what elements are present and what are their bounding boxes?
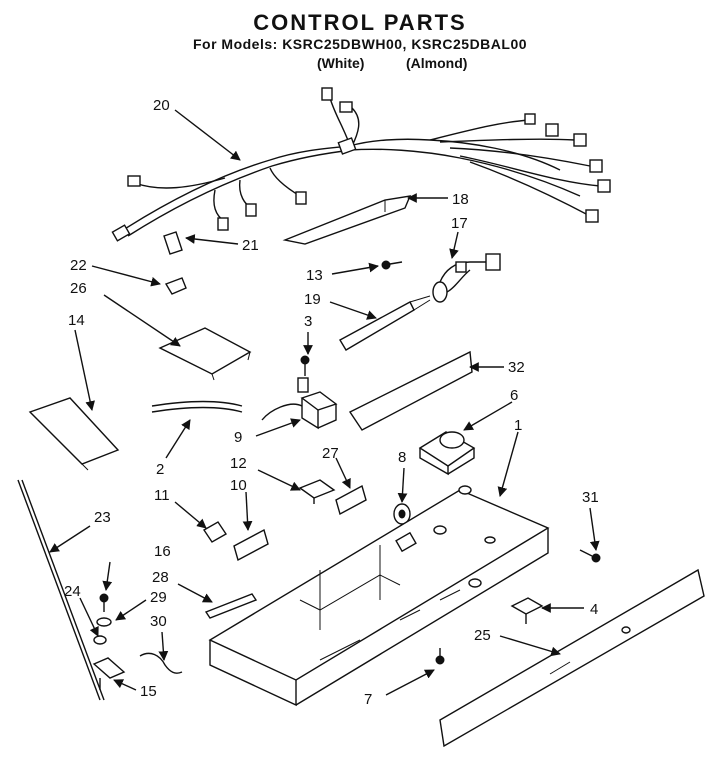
switch-9-part	[261, 377, 338, 430]
screw-31-part	[579, 549, 601, 563]
rod-28-part	[204, 593, 258, 619]
callout-13: 13	[306, 267, 323, 284]
screw-7-part	[435, 648, 445, 665]
callout-32: 32	[508, 359, 525, 376]
screw-16-part	[99, 593, 109, 612]
callout-18: 18	[452, 191, 469, 208]
callout-19: 19	[304, 291, 321, 308]
callout-12: 12	[230, 455, 247, 472]
callout-9: 9	[234, 429, 242, 446]
callout-2: 2	[156, 461, 164, 478]
switch-4-part	[510, 597, 544, 624]
callout-30: 30	[150, 613, 167, 630]
callout-8: 8	[398, 449, 406, 466]
sensor-17-part	[432, 253, 501, 303]
model-numbers: For Models: KSRC25DBWH00, KSRC25DBAL00	[192, 36, 528, 52]
callout-11: 11	[154, 487, 170, 504]
label-32-part	[348, 350, 473, 431]
thermistor-19-part	[339, 295, 431, 351]
variant-white-label: (White)	[317, 55, 365, 71]
callout-15: 15	[140, 683, 157, 700]
washer-29-part	[96, 617, 112, 627]
screw-3-part	[300, 355, 310, 376]
callout-23: 23	[94, 509, 111, 526]
callout-24: 24	[64, 583, 81, 600]
callout-10: 10	[230, 477, 247, 494]
callout-28: 28	[152, 569, 169, 586]
callout-20: 20	[153, 97, 170, 114]
callout-16: 16	[154, 543, 171, 560]
callout-7: 7	[364, 691, 372, 708]
clip-11-part	[203, 521, 227, 543]
callout-22: 22	[70, 257, 87, 274]
callout-25: 25	[474, 627, 491, 644]
diagram-title: CONTROL PARTS	[253, 10, 467, 35]
clip-21-part	[163, 231, 183, 255]
spring-30-part	[139, 652, 183, 674]
callout-17: 17	[451, 215, 468, 232]
callout-1: 1	[514, 417, 522, 434]
callout-labels: 20 18 21 17 13 22 26 19 14 3 32 6 9 1 2 …	[64, 97, 599, 708]
variant-almond-label: (Almond)	[406, 55, 468, 71]
label-10-part	[233, 528, 269, 562]
callout-27: 27	[322, 445, 339, 462]
housing-1-part	[208, 485, 550, 707]
rod-23-part	[17, 479, 105, 701]
knob-8-part	[393, 503, 411, 525]
screw-13-part	[381, 260, 403, 270]
label-27-part	[335, 484, 367, 516]
callout-31: 31	[582, 489, 599, 506]
callout-4: 4	[590, 601, 598, 618]
cover-26-part	[158, 327, 252, 381]
callout-14: 14	[68, 312, 85, 329]
washer-24-part	[93, 635, 107, 645]
bracket-15-part	[92, 657, 126, 690]
wire-harness-part	[111, 87, 611, 242]
leader-lines	[49, 109, 600, 696]
callout-26: 26	[70, 280, 87, 297]
clip-22-part	[164, 277, 187, 295]
tube-2-part	[151, 400, 243, 413]
callout-6: 6	[510, 387, 518, 404]
panel-25-part	[439, 568, 705, 748]
shield-14-part	[28, 397, 120, 471]
timer-6-part	[418, 431, 476, 476]
callout-21: 21	[242, 237, 259, 254]
callout-29: 29	[150, 589, 167, 606]
bracket-12-part	[298, 479, 336, 504]
callout-3: 3	[304, 313, 312, 330]
